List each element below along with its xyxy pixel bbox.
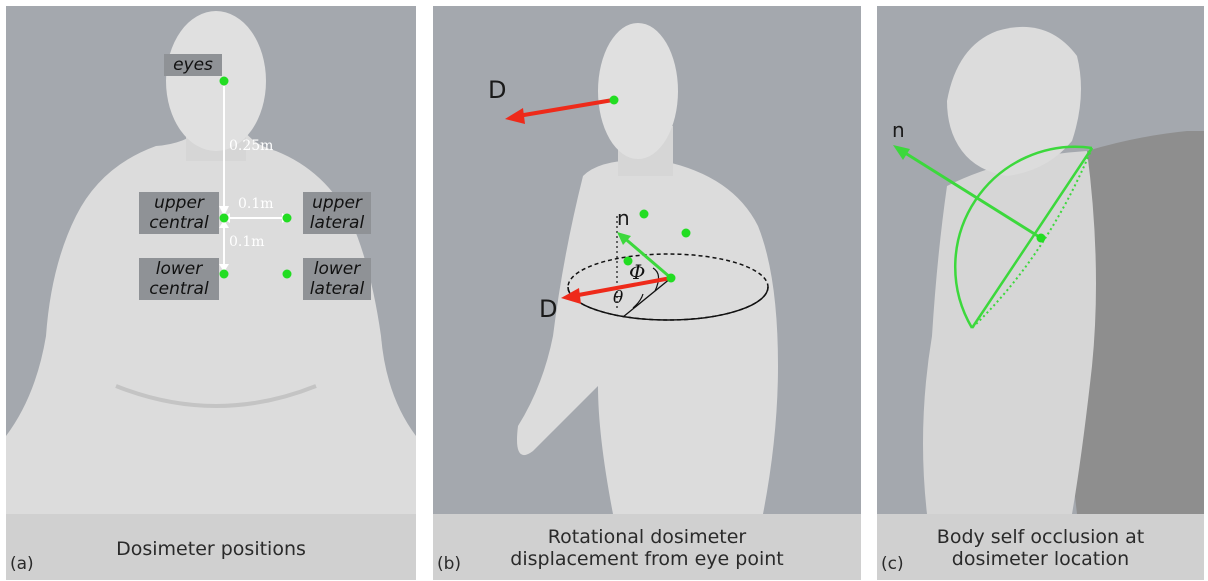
dot-lower-central [220,270,229,279]
label-upper-central-line-2: central [143,213,215,233]
dot-upper-lateral [682,229,691,238]
panel-c: n Body self occlusion at dosimeter locat… [877,6,1204,580]
panel-a: eyes upper central upper lateral lower c… [6,6,416,580]
dot-eyes [220,77,229,86]
panel-b-caption-line-1: Rotational dosimeter [433,526,861,548]
normal-vector-n-head [893,145,910,160]
panel-b-letter: (b) [437,554,461,574]
label-upper-lateral-line-2: lateral [307,213,367,233]
measure-upper-to-lower: 0.1m [229,234,265,250]
label-upper-central: upper central [139,192,219,234]
label-lower-central: lower central [139,258,219,300]
symbol-theta: θ [613,288,623,308]
label-upper-lateral: upper lateral [303,192,371,234]
torso-front [923,151,1096,514]
label-upper-central-line-1: upper [143,193,215,213]
panel-a-letter: (a) [10,554,34,574]
panel-a-caption-line-1: Dosimeter positions [6,538,416,560]
dot-upper-lateral [283,214,292,223]
dot-lower-lateral [283,270,292,279]
body-silhouette [6,126,416,514]
label-lower-lateral: lower lateral [303,258,371,300]
panel-c-figure [877,6,1204,514]
symbol-n: n [617,206,630,230]
dot-eyes [610,96,619,105]
measure-central-to-lateral: 0.1m [238,196,274,212]
label-lower-central-line-1: lower [143,259,215,279]
direction-d-top [518,100,613,116]
panel-c-caption-line-2: dosimeter location [877,548,1204,570]
dot-dosimeter [1037,234,1046,243]
label-lower-lateral-line-2: lateral [307,279,367,299]
symbol-d-bottom: D [539,295,557,323]
panel-c-caption: Body self occlusion at dosimeter locatio… [877,526,1204,570]
panel-b-render: D D n Φ θ [433,6,861,514]
panel-b-caption-line-2: displacement from eye point [433,548,861,570]
head [598,23,678,159]
label-lower-central-line-2: central [143,279,215,299]
panel-a-caption: Dosimeter positions [6,538,416,560]
panel-c-caption-line-1: Body self occlusion at [877,526,1204,548]
dot-upper-central [220,214,229,223]
panel-b: D D n Φ θ Rotational dosimeter displacem… [433,6,861,580]
label-upper-lateral-line-1: upper [307,193,367,213]
panel-a-render: eyes upper central upper lateral lower c… [6,6,416,514]
direction-d-top-head [505,108,525,124]
panel-c-caption-area: Body self occlusion at dosimeter locatio… [877,514,1204,580]
dot-upper-central [640,210,649,219]
head [166,11,266,151]
symbol-n: n [892,118,905,142]
measure-eyes-to-upper: 0.25m [229,138,273,154]
dot-origin [667,274,676,283]
panel-c-render: n [877,6,1204,514]
panel-b-caption-area: Rotational dosimeter displacement from e… [433,514,861,580]
label-eyes: eyes [164,54,222,76]
panel-a-caption-area: Dosimeter positions (a) [6,514,416,580]
label-lower-lateral-line-1: lower [307,259,367,279]
panel-b-caption: Rotational dosimeter displacement from e… [433,526,861,570]
symbol-d-top: D [488,76,506,104]
panel-c-letter: (c) [881,554,904,574]
symbol-phi: Φ [629,260,645,284]
